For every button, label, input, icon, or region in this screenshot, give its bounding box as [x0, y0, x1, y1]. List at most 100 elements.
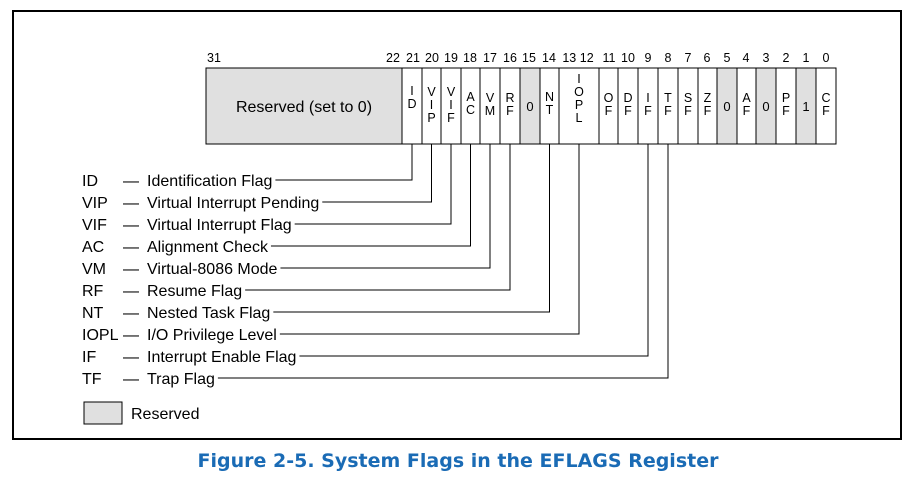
legend-desc-vip: Virtual Interrupt Pending	[147, 195, 319, 212]
legend-desc-iopl: I/O Privilege Level	[147, 327, 277, 344]
field-letter-iopl-3: L	[576, 111, 583, 125]
field-letter-vip-0: V	[427, 85, 436, 99]
field-letter-ac-0: A	[466, 90, 475, 104]
bit-number-10: 10	[621, 51, 635, 65]
legend-desc-rf: Resume Flag	[147, 283, 242, 300]
reserved-block	[205, 67, 403, 145]
bit-number-31: 31	[207, 51, 221, 65]
field-letter-af-1: F	[743, 104, 751, 118]
legend-abbr-vif: VIF	[82, 217, 107, 234]
bit-number-4: 4	[743, 51, 750, 65]
field-letter-id-0: I	[410, 84, 413, 98]
bit-number-14: 14	[542, 51, 556, 65]
field-letter-cf-1: F	[822, 104, 830, 118]
field-cell-cf	[815, 67, 837, 145]
bit-number-17: 17	[483, 51, 497, 65]
field-letter-of-0: O	[604, 91, 614, 105]
legend-abbr-vm: VM	[82, 261, 106, 278]
leader-line-vip	[322, 144, 432, 203]
bit-number-6: 6	[704, 51, 711, 65]
reserved-key-swatch	[83, 401, 123, 425]
field-cell-iopl	[558, 67, 600, 145]
field-letter-ac-1: C	[466, 103, 475, 117]
legend-dash-id: —	[123, 173, 139, 190]
field-letter-iopl-1: O	[574, 85, 584, 99]
field-letter-df-0: D	[623, 91, 632, 105]
field-letter-vip-2: P	[427, 111, 435, 125]
field-letter-pf-1: F	[782, 104, 790, 118]
legend-abbr-vip: VIP	[82, 195, 108, 212]
field-letter-tf-0: T	[664, 91, 672, 105]
legend-desc-nt: Nested Task Flag	[147, 305, 270, 322]
bit-number-3: 3	[763, 51, 770, 65]
field-label-bit15: 0	[526, 99, 533, 114]
leader-line-nt	[273, 144, 550, 313]
legend-abbr-if: IF	[82, 349, 96, 366]
bit-number-18: 18	[463, 51, 477, 65]
bit-number-20: 20	[425, 51, 439, 65]
bit-number-9: 9	[645, 51, 652, 65]
legend-abbr-tf: TF	[82, 371, 102, 388]
field-letter-cf-0: C	[821, 91, 830, 105]
field-letter-zf-1: F	[704, 104, 712, 118]
leader-line-iopl	[279, 144, 580, 335]
field-letter-vm-1: M	[485, 104, 495, 118]
bit-number-15: 15	[522, 51, 536, 65]
reserved-block-label: Reserved (set to 0)	[236, 99, 372, 116]
legend-dash-ac: —	[123, 239, 139, 256]
legend-dash-vif: —	[123, 217, 139, 234]
legend-dash-nt: —	[123, 305, 139, 322]
bit-number-11: 11	[603, 51, 616, 65]
legend-desc-ac: Alignment Check	[147, 239, 269, 256]
field-label-bit5: 0	[723, 99, 730, 114]
bit-number-22: 22	[386, 51, 400, 65]
field-letter-vm-0: V	[486, 91, 495, 105]
field-letter-vif-0: V	[447, 85, 456, 99]
legend-dash-tf: —	[123, 371, 139, 388]
field-letter-iopl-2: P	[575, 98, 583, 112]
legend-desc-if: Interrupt Enable Flag	[147, 349, 296, 366]
leader-line-ac	[270, 144, 471, 247]
field-letter-sf-1: F	[684, 104, 692, 118]
leader-line-rf	[245, 144, 511, 291]
field-letter-nt-1: T	[546, 103, 554, 117]
field-letter-if-1: F	[644, 104, 652, 118]
leader-line-if	[299, 144, 649, 357]
field-letter-vif-1: I	[449, 98, 452, 112]
legend-desc-id: Identification Flag	[147, 173, 272, 190]
field-letter-rf-0: R	[505, 91, 514, 105]
bit-number-2: 2	[783, 51, 790, 65]
legend-abbr-nt: NT	[82, 305, 104, 322]
field-letter-vip-1: I	[430, 98, 433, 112]
legend-abbr-id: ID	[82, 173, 98, 190]
field-letter-of-1: F	[605, 104, 613, 118]
bit-number-16: 16	[503, 51, 517, 65]
legend-dash-if: —	[123, 349, 139, 366]
legend-desc-vif: Virtual Interrupt Flag	[147, 217, 292, 234]
legend-abbr-iopl: IOPL	[82, 327, 119, 344]
bit-number-7: 7	[685, 51, 692, 65]
field-label-bit1: 1	[802, 99, 809, 114]
field-letter-rf-1: F	[506, 104, 514, 118]
bit-number-5: 5	[724, 51, 731, 65]
legend-desc-tf: Trap Flag	[147, 371, 215, 388]
legend-dash-vip: —	[123, 195, 139, 212]
field-letter-id-1: D	[407, 97, 416, 111]
legend-desc-vm: Virtual-8086 Mode	[147, 261, 278, 278]
bit-number-21: 21	[406, 51, 420, 65]
reserved-key-label: Reserved	[131, 406, 199, 423]
bit-number-8: 8	[665, 51, 672, 65]
leader-line-id	[275, 144, 413, 181]
bit-number-19: 19	[444, 51, 458, 65]
bit-number-1: 1	[803, 51, 810, 65]
leader-line-tf	[217, 144, 669, 379]
leader-line-vif	[294, 144, 452, 225]
figure-frame	[12, 10, 902, 440]
field-letter-sf-0: S	[684, 91, 692, 105]
field-letter-pf-0: P	[782, 91, 790, 105]
legend-abbr-rf: RF	[82, 283, 104, 300]
legend-dash-iopl: —	[123, 327, 139, 344]
field-letter-if-0: I	[646, 91, 649, 105]
field-letter-zf-0: Z	[704, 91, 712, 105]
